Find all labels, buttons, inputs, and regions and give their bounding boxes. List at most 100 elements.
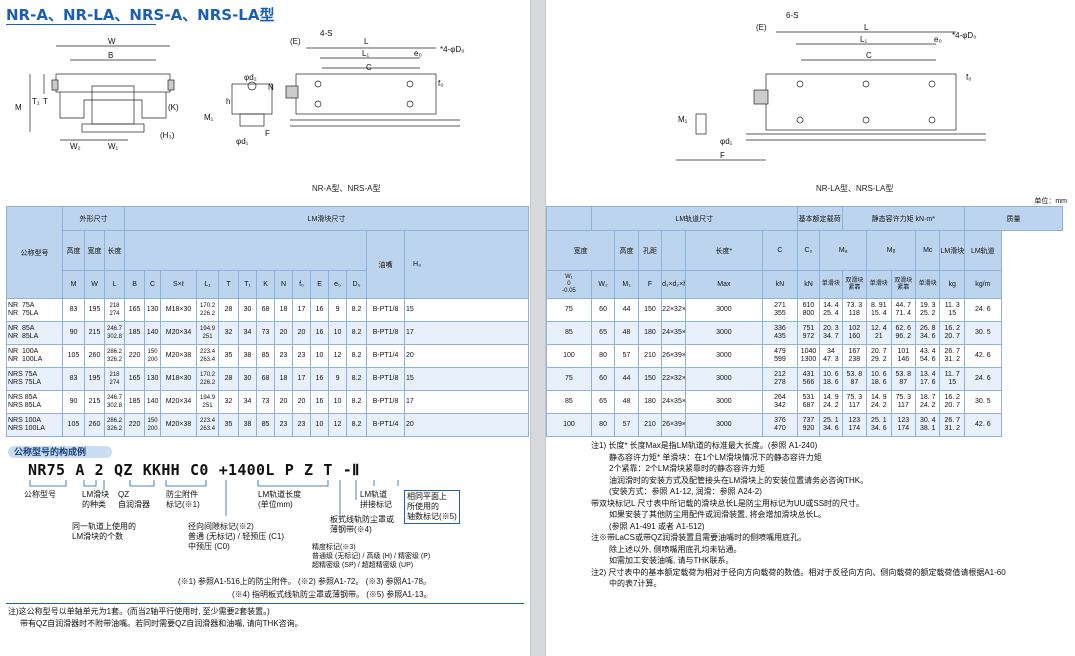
cell-d0: 8.2	[346, 298, 368, 322]
hdr-C0-val: C₀	[796, 230, 821, 271]
cell-m1: 48	[614, 321, 639, 345]
hdr-rail-width: 宽度	[545, 230, 616, 271]
cell-model: NRS 85A NRS 85LA	[6, 390, 63, 414]
cell-sxl: M20×34	[160, 321, 198, 345]
cell-t: 35	[218, 344, 240, 368]
cell-ma2: 102 160	[841, 321, 868, 345]
cell-kg: 16. 2 20. 7	[939, 321, 965, 345]
cell-l1: 170.2 226.2	[196, 298, 220, 322]
cell-f0: 20	[292, 390, 312, 414]
dim-W1: W₁	[108, 142, 119, 151]
cell-nipple: B-PT1/4	[366, 344, 406, 368]
cell-c: 271 355	[762, 298, 798, 322]
dim-K: (K)	[168, 103, 179, 112]
cell-m1: 44	[614, 298, 639, 322]
cell-f0: 23	[292, 344, 312, 368]
cell-w: 195	[84, 298, 105, 322]
code-part: C0	[190, 461, 209, 479]
cell-mc: 43. 4 54. 6	[915, 344, 941, 368]
cell-mc: 30. 4 38. 1	[915, 413, 941, 437]
cell-e0: 12	[328, 344, 348, 368]
cell-sxl: M20×34	[160, 390, 198, 414]
dim-L: L	[364, 37, 369, 46]
dim-F: F	[265, 129, 270, 138]
cell-h3: 15	[404, 367, 530, 391]
notes-divider	[6, 603, 524, 604]
cell-w1: 75	[546, 367, 592, 391]
cell-l: 246.7 302.8	[103, 390, 126, 414]
cell-n: 23	[274, 413, 294, 437]
label-model: 公称型号	[24, 490, 56, 499]
cell-m1: 44	[614, 367, 639, 391]
cell-w2: 80	[590, 413, 616, 437]
cell-max: 3000	[684, 298, 764, 322]
cell-c: 479 599	[762, 344, 798, 368]
hdr-e0: e₀	[328, 270, 348, 299]
cell-c: 140	[144, 390, 162, 414]
block-drawing-right: (E) 6-S L L₁ C e₀ *4-φD₀ f₀ M₁ φd₁ F	[676, 11, 986, 161]
cell-e0: 10	[328, 390, 348, 414]
hdr-mass: 质量	[963, 206, 1064, 231]
cell-mb1: 14. 9 24. 2	[866, 390, 892, 414]
cell-nipple: B-PT1/8	[366, 390, 406, 414]
cell-w2: 80	[590, 344, 616, 368]
cell-d0: 8.2	[346, 367, 368, 391]
cell-k: 73	[256, 390, 276, 414]
cell-d0: 8.2	[346, 344, 368, 368]
cell-e0: 10	[328, 321, 348, 345]
note-line: 静态容许力矩* 单滑块：在1个LM滑块情况下的静态容许力矩	[609, 452, 822, 462]
cell-max: 3000	[684, 390, 764, 414]
hdr-L: L	[103, 270, 126, 299]
hdr-E: E	[310, 270, 330, 299]
hdr-basic-load: 基本额定载荷	[796, 206, 843, 231]
label-parallel: 相同平面上 所使用的 轴数标记(※5)	[404, 490, 460, 524]
note-line: 中的表7计算。	[609, 579, 662, 588]
code-brackets	[29, 480, 399, 520]
cell-f: 210	[637, 413, 663, 437]
cell-mc: 18. 7 24. 2	[915, 390, 941, 414]
hdr-kg: kg	[939, 270, 965, 299]
cell-t: 28	[218, 298, 240, 322]
cell-mb1: 20. 7 29. 2	[866, 344, 892, 368]
page-title: NR-A、NR-LA、NRS-A、NRS-LA型	[6, 6, 275, 24]
cell-c0: 1040 1300	[796, 344, 821, 368]
cell-max: 3000	[684, 413, 764, 437]
cell-c0: 531 687	[796, 390, 821, 414]
dim-W: W	[108, 37, 116, 46]
label-block-type: LM滑块 的种类	[82, 490, 110, 509]
hdr-L1: L₁	[196, 270, 220, 299]
cell-d0: 8.2	[346, 413, 368, 437]
note-line: 除上述以外, 侧喷嘴用底孔均未钻通。	[609, 544, 742, 554]
dim-T1: T₁	[32, 97, 40, 106]
cell-l: 246.7 302.8	[103, 321, 126, 345]
cell-t1: 38	[238, 413, 258, 437]
cell-ma2: 167 238	[841, 344, 868, 368]
cell-k: 85	[256, 344, 276, 368]
cell-ma1: 25. 1 34. 6	[819, 413, 843, 437]
cell-h3: 20	[404, 413, 530, 437]
hdr-max: Max	[684, 270, 764, 299]
cell-w: 215	[84, 390, 105, 414]
cell-c: 150 200	[144, 344, 162, 368]
cell-n: 18	[274, 367, 294, 391]
cell-t: 32	[218, 390, 240, 414]
hdr-rail-length: 长度*	[684, 230, 764, 271]
cell-k: 85	[256, 413, 276, 437]
cell-max: 3000	[684, 367, 764, 391]
cell-l1: 223.4 263.4	[196, 344, 220, 368]
cell-b: 220	[124, 344, 146, 368]
dim-E-right: (E)	[756, 23, 767, 32]
dim-4S: 4-S	[320, 29, 332, 38]
cell-w: 195	[84, 367, 105, 391]
hdr-kgm: kg/m	[963, 270, 1002, 299]
cell-d0: 8.2	[346, 390, 368, 414]
cell-e0: 9	[328, 298, 348, 322]
cell-mb2: 53. 8 87	[890, 367, 917, 391]
cell-max: 3000	[684, 344, 764, 368]
hdr-nipple: 油嘴	[366, 230, 406, 299]
cell-e: 16	[310, 298, 330, 322]
hdr-mb-double: 双滑块 紧靠	[890, 270, 917, 299]
cell-mb2: 62. 6 96. 2	[890, 321, 917, 345]
